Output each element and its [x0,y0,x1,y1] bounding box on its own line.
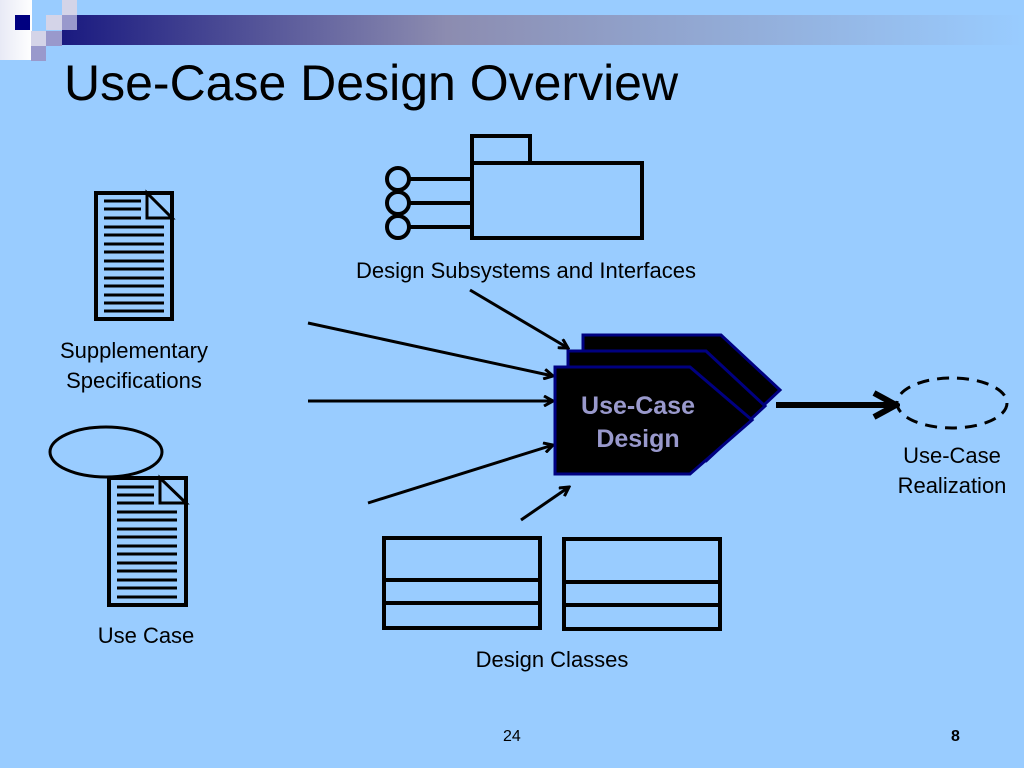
document-icon [94,189,176,321]
label-use-case: Use Case [97,623,195,648]
input-arrows [307,288,569,522]
use-case-document-icon [48,425,190,607]
arrow-from-supplementary [307,321,553,376]
square-light-2 [46,15,62,30]
label-design-subsystems: Design Subsystems and Interfaces [356,258,696,283]
slide-title: Use-Case Design Overview [64,55,679,111]
label-realization-line1: Use-Case [903,443,1001,468]
header-decoration [0,0,1024,70]
square-navy [15,15,30,30]
label-realization-line2: Realization [897,473,1007,498]
center-label-line2: Design [596,425,679,453]
subsystem-tab [470,134,532,165]
activity-shape-front [553,365,755,476]
subsystem-icon [385,134,644,240]
banner-bar [62,15,1024,45]
interface-lollipop-icon [385,166,411,192]
square-mid-3 [31,46,46,61]
label-design-classes: Design Classes [475,647,629,672]
interface-lollipop-icon [385,214,411,240]
center-label-line1: Use-Case [581,392,695,420]
use-case-ellipse-icon [48,425,164,479]
class-icon [382,536,722,631]
square-white-1 [0,0,32,60]
label-supplementary-line1: Supplementary [60,338,208,363]
page-number: 8 [951,728,960,745]
label-supplementary-specifications: Supplementary Specifications [60,336,208,396]
interface-lollipop-icon [385,190,411,216]
arrow-from-use-case [367,445,553,505]
label-use-case-realization: Use-Case Realization [898,441,1007,501]
subsystem-body [470,161,644,240]
footer-left-number: 24 [503,728,521,745]
dashed-ellipse-icon [895,376,1009,430]
use-case-design-activity: Use-Case Design [553,333,783,476]
square-mid-1 [62,15,77,30]
label-supplementary-line2: Specifications [66,368,202,393]
square-light-3 [31,31,46,46]
arrow-from-design-classes [520,487,569,522]
square-light-1 [62,0,77,15]
arrow-from-subsystems [469,288,568,348]
square-mid-2 [46,31,62,46]
